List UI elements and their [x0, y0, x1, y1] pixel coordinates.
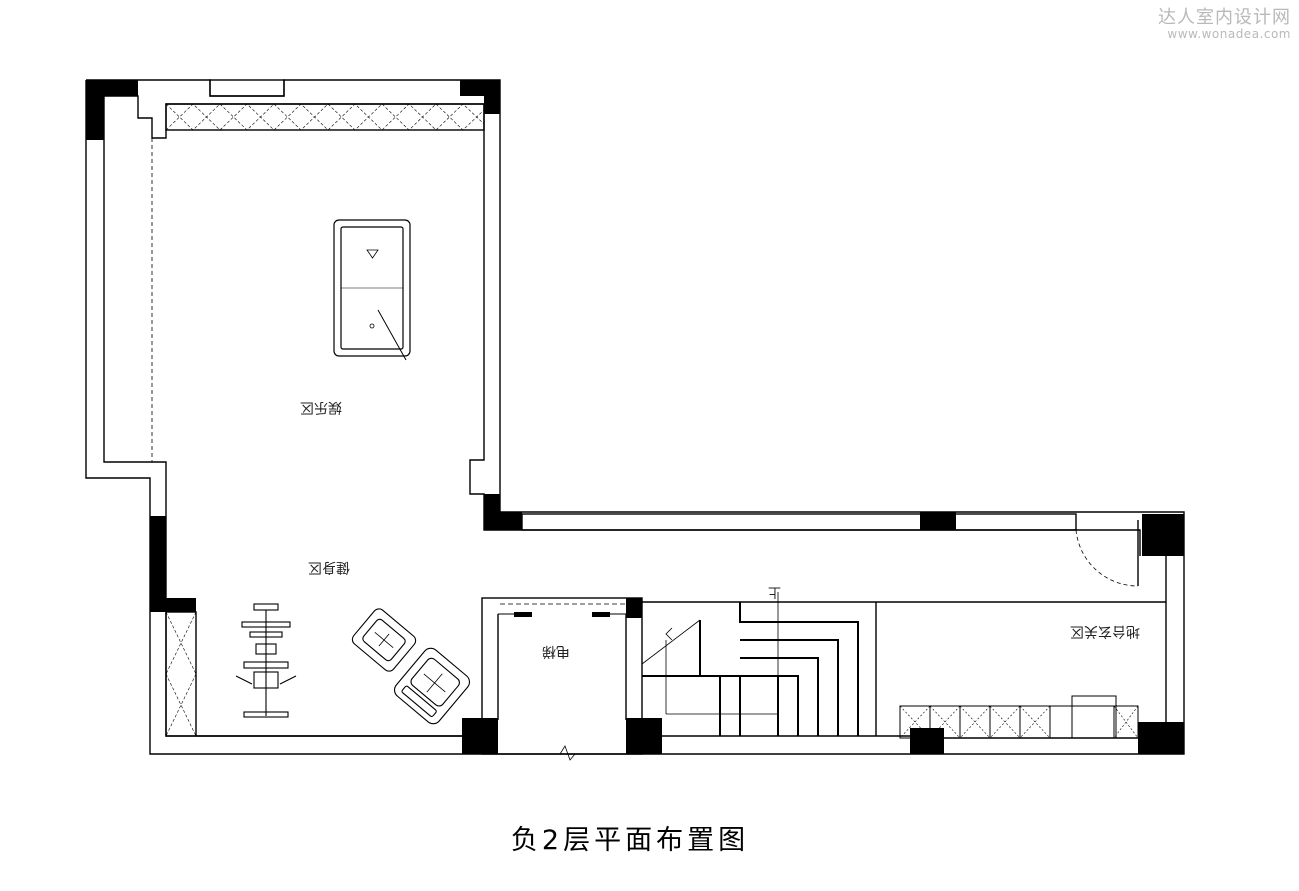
outer-wall-left [85, 79, 1185, 755]
cabinet-top [165, 103, 485, 131]
cabinet-left [165, 611, 197, 737]
columns [86, 80, 1184, 754]
room-label-entry: 地台玄关区 [1070, 623, 1140, 639]
window-top [209, 79, 285, 97]
room-label-elevator: 电梯 [542, 643, 570, 659]
staircase [642, 602, 859, 736]
window-corridor [521, 513, 1077, 531]
massage-chairs [351, 608, 471, 725]
inner-wall [104, 95, 1141, 556]
inner-wall-left [103, 96, 484, 737]
billiard-table [333, 219, 411, 361]
stair-up-mark: 上 [768, 584, 782, 599]
fitness-equipment [235, 603, 297, 718]
drawing-title: 负2层平面布置图 [510, 825, 750, 856]
room-label-entertainment: 娱乐区 [300, 399, 342, 415]
room-label-fitness: 健身区 [308, 559, 350, 575]
watermark-site-name: 达人室内设计网 [1158, 7, 1291, 28]
elevator-shaft [481, 597, 643, 755]
watermark-url: www.wonadea.com [1167, 27, 1291, 41]
